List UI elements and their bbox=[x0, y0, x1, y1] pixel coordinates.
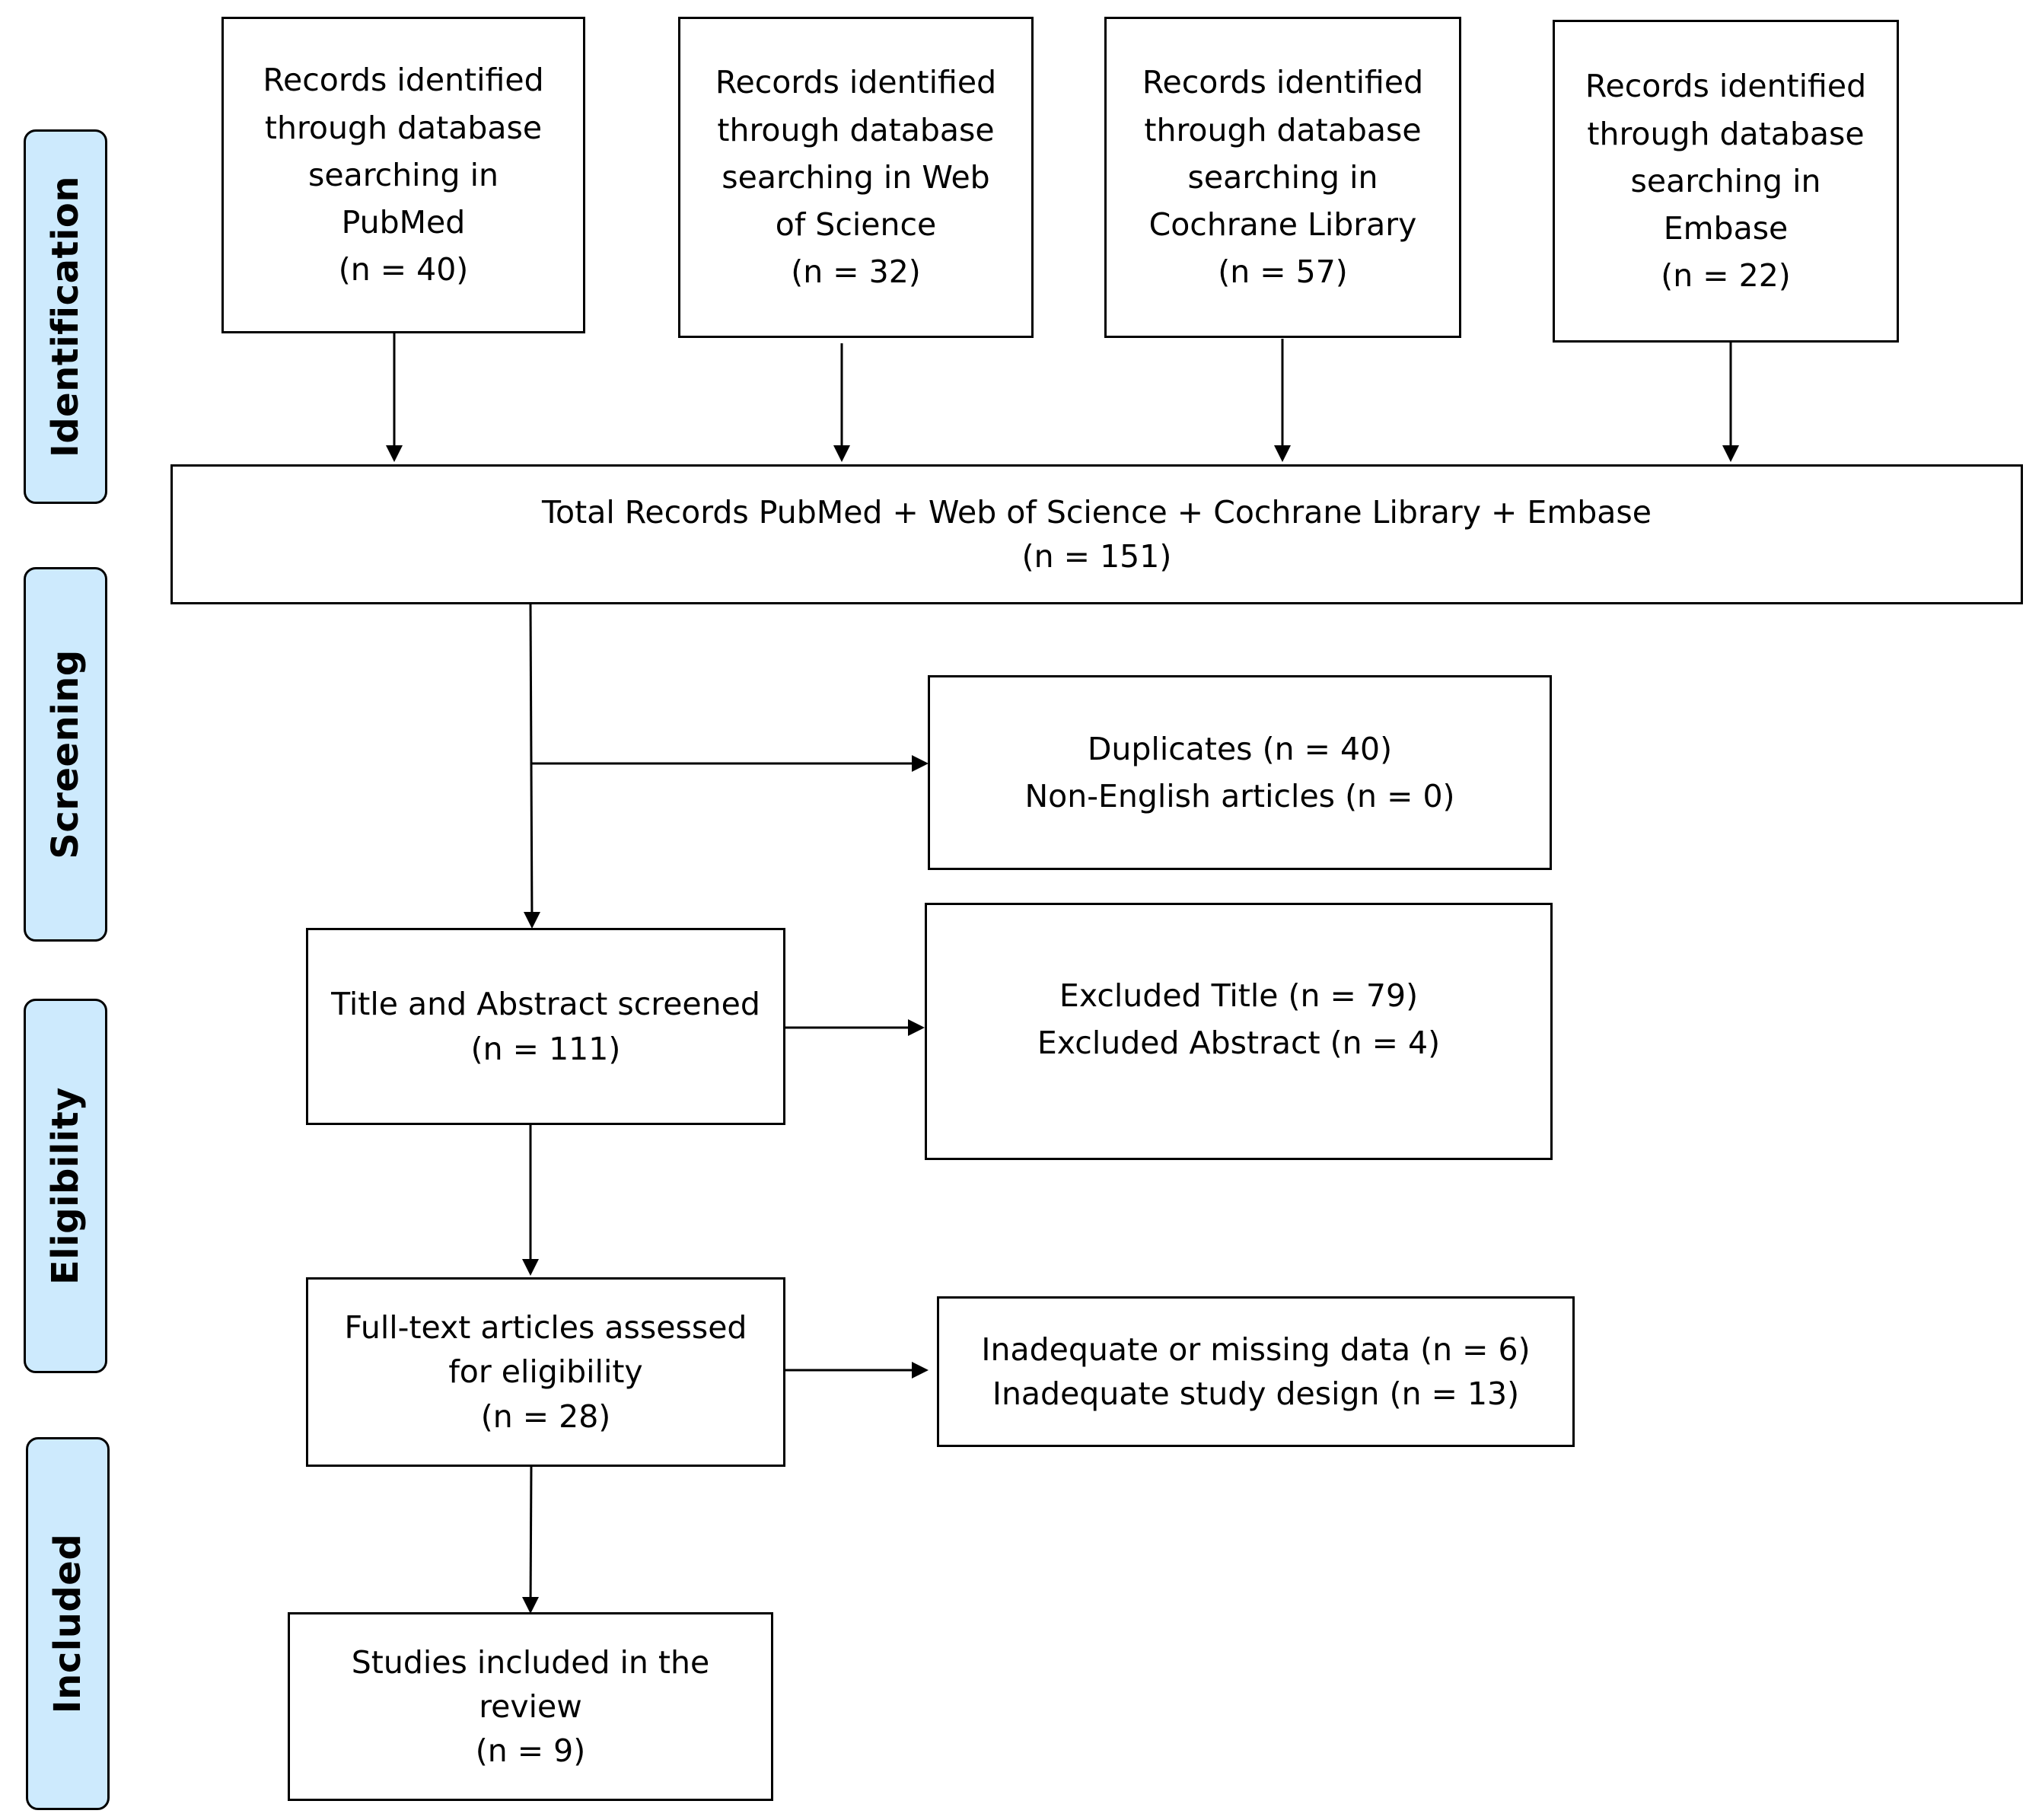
source-cochrane-line-4: Cochrane Library bbox=[1148, 206, 1417, 244]
fulltext-line-1: Full-text articles assessed bbox=[344, 1309, 747, 1347]
phase-identification: Identification bbox=[24, 129, 107, 504]
source-cochrane-line-3: searching in bbox=[1187, 158, 1378, 196]
source-cochrane-line-2: through database bbox=[1144, 111, 1422, 148]
screened-count: (n = 111) bbox=[470, 1030, 621, 1067]
source-embase-box: Records identified through database sear… bbox=[1553, 20, 1899, 343]
included-box: Studies included in the review (n = 9) bbox=[288, 1612, 773, 1801]
arrowhead-excluded bbox=[908, 1019, 925, 1036]
source-wos-line-1: Records identified bbox=[715, 64, 997, 101]
source-wos-box: Records identified through database sear… bbox=[678, 17, 1034, 338]
included-count: (n = 9) bbox=[475, 1732, 586, 1770]
total-records-count: (n = 151) bbox=[1021, 538, 1172, 575]
included-line-2: review bbox=[479, 1688, 582, 1725]
non-english-text: Non-English articles (n = 0) bbox=[1024, 778, 1455, 814]
source-wos-line-3: searching in Web bbox=[722, 158, 990, 196]
source-embase-count: (n = 22) bbox=[1661, 257, 1791, 295]
arrowhead-wos bbox=[833, 445, 850, 462]
source-embase-line-1: Records identified bbox=[1585, 68, 1867, 105]
fulltext-line-2: for eligibility bbox=[448, 1353, 643, 1391]
study-design-text: Inadequate study design (n = 13) bbox=[992, 1375, 1520, 1412]
excluded-title-text: Excluded Title (n = 79) bbox=[1059, 977, 1419, 1014]
missing-data-text: Inadequate or missing data (n = 6) bbox=[981, 1331, 1531, 1368]
arrowhead-included bbox=[522, 1597, 539, 1614]
removed-records-box: Duplicates (n = 40) Non-English articles… bbox=[928, 675, 1552, 870]
arrowhead-fulltext bbox=[522, 1259, 539, 1276]
source-cochrane-count: (n = 57) bbox=[1218, 253, 1348, 291]
total-records-box: Total Records PubMed + Web of Science + … bbox=[170, 464, 2023, 604]
phase-eligibility: Eligibility bbox=[24, 999, 107, 1373]
source-pubmed-line-4: PubMed bbox=[341, 204, 466, 241]
source-pubmed-line-1: Records identified bbox=[263, 62, 544, 99]
source-wos-line-4: of Science bbox=[775, 206, 937, 244]
source-pubmed-count: (n = 40) bbox=[338, 251, 469, 288]
fulltext-excluded-box: Inadequate or missing data (n = 6) Inade… bbox=[937, 1296, 1575, 1447]
phase-screening: Screening bbox=[24, 567, 107, 942]
arrowhead-pubmed bbox=[386, 445, 403, 462]
screened-box: Title and Abstract screened (n = 111) bbox=[306, 928, 785, 1125]
arrowhead-cochrane bbox=[1274, 445, 1291, 462]
source-cochrane-box: Records identified through database sear… bbox=[1104, 17, 1461, 338]
arrow-fulltext-to-included bbox=[529, 1465, 533, 1611]
source-pubmed-line-2: through database bbox=[264, 109, 543, 146]
source-pubmed-box: Records identified through database sear… bbox=[221, 17, 585, 333]
source-embase-line-4: Embase bbox=[1663, 210, 1789, 247]
included-line-1: Studies included in the bbox=[351, 1643, 710, 1681]
total-records-label: Total Records PubMed + Web of Science + … bbox=[541, 493, 1652, 531]
source-pubmed-line-3: searching in bbox=[307, 156, 499, 193]
source-embase-line-2: through database bbox=[1587, 115, 1865, 152]
fulltext-count: (n = 28) bbox=[480, 1398, 611, 1435]
screened-label: Title and Abstract screened bbox=[331, 986, 760, 1023]
arrowhead-removed bbox=[912, 755, 929, 772]
source-cochrane-line-1: Records identified bbox=[1142, 64, 1424, 101]
fulltext-box: Full-text articles assessed for eligibil… bbox=[306, 1277, 785, 1467]
phase-included: Included bbox=[26, 1437, 110, 1810]
duplicates-text: Duplicates (n = 40) bbox=[1087, 730, 1393, 767]
arrowhead-reasons bbox=[912, 1362, 929, 1379]
source-wos-line-2: through database bbox=[717, 111, 995, 148]
excluded-box: Excluded Title (n = 79) Excluded Abstrac… bbox=[925, 903, 1553, 1160]
excluded-abstract-text: Excluded Abstract (n = 4) bbox=[1037, 1025, 1441, 1062]
arrowhead-embase bbox=[1722, 445, 1739, 462]
source-wos-count: (n = 32) bbox=[791, 253, 921, 291]
source-embase-line-3: searching in bbox=[1630, 162, 1821, 199]
arrowhead-screened bbox=[524, 912, 540, 929]
